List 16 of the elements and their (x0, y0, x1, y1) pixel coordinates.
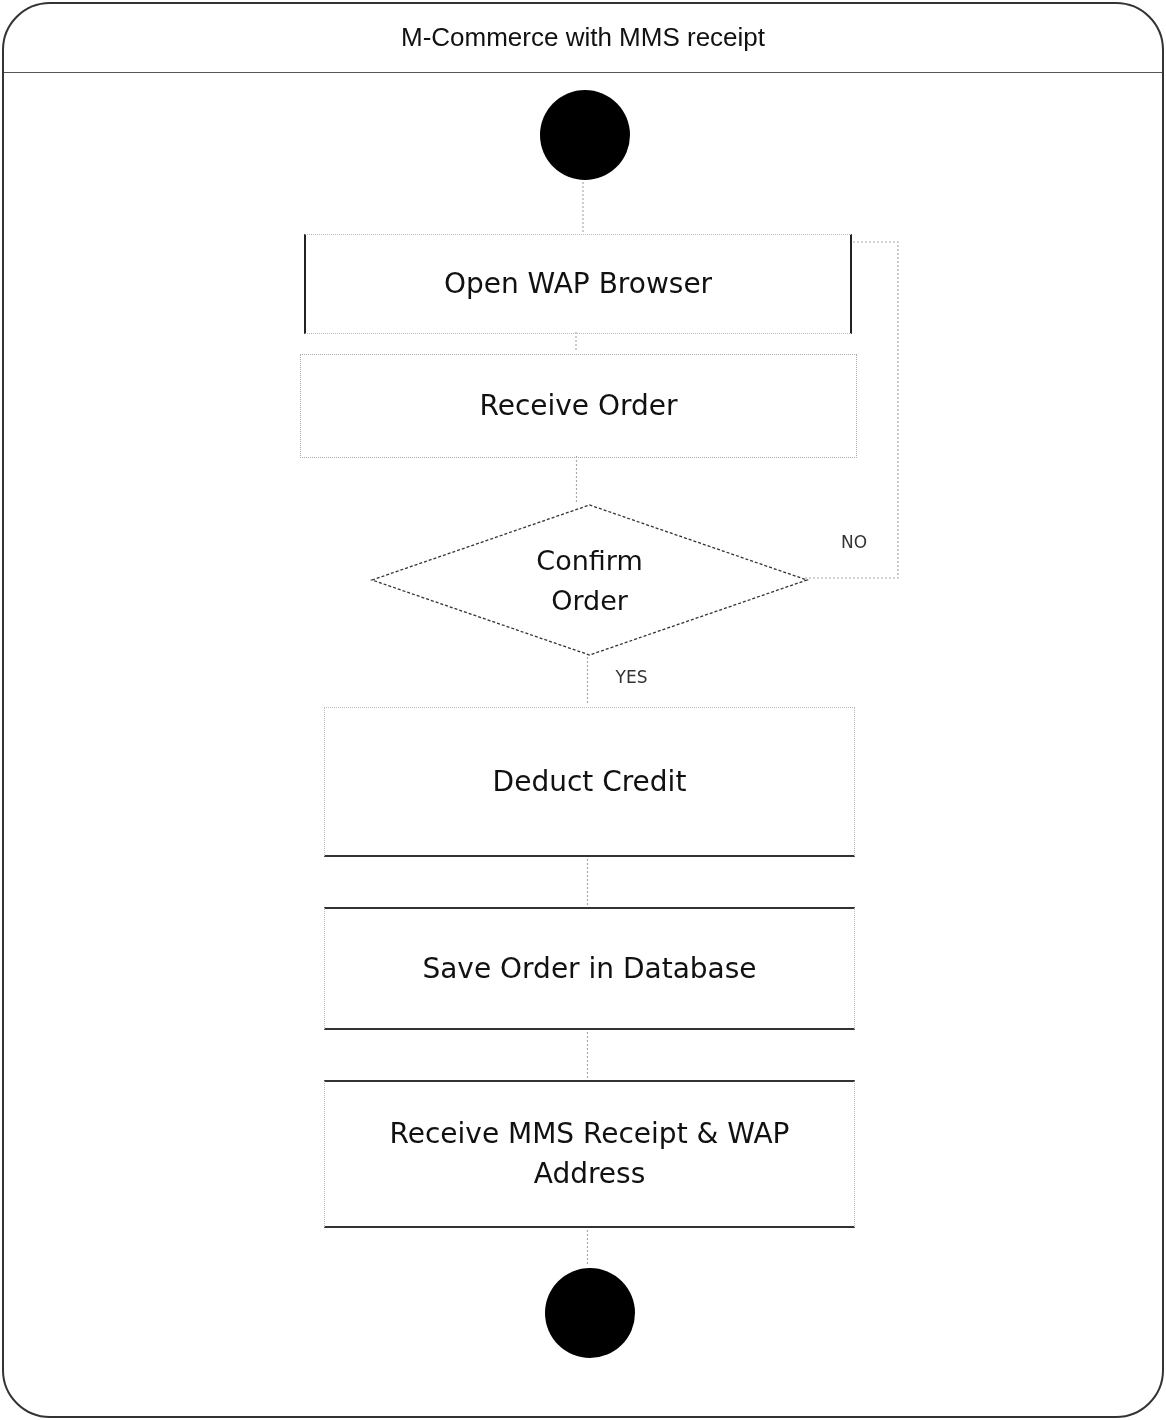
step-label: Open WAP Browser (442, 266, 714, 302)
connector-line (575, 331, 577, 353)
step-label: Receive Order (478, 388, 679, 424)
process-box (324, 1080, 855, 1228)
process-box (324, 907, 855, 1030)
frame-label: M-Commerce with MMS receipt (399, 22, 767, 53)
step-label: Deduct Credit (491, 763, 688, 800)
decision-diamond (372, 505, 807, 655)
process-box (304, 234, 852, 334)
step-label: Save Order in Database (421, 950, 758, 987)
decision-label: Confirm Order (535, 544, 644, 618)
connector-line (804, 241, 899, 579)
step-label: Receive MMS Receipt & WAP Address (388, 1116, 791, 1192)
connector-line (575, 455, 578, 504)
process-box (324, 707, 855, 857)
process-box (300, 354, 857, 458)
